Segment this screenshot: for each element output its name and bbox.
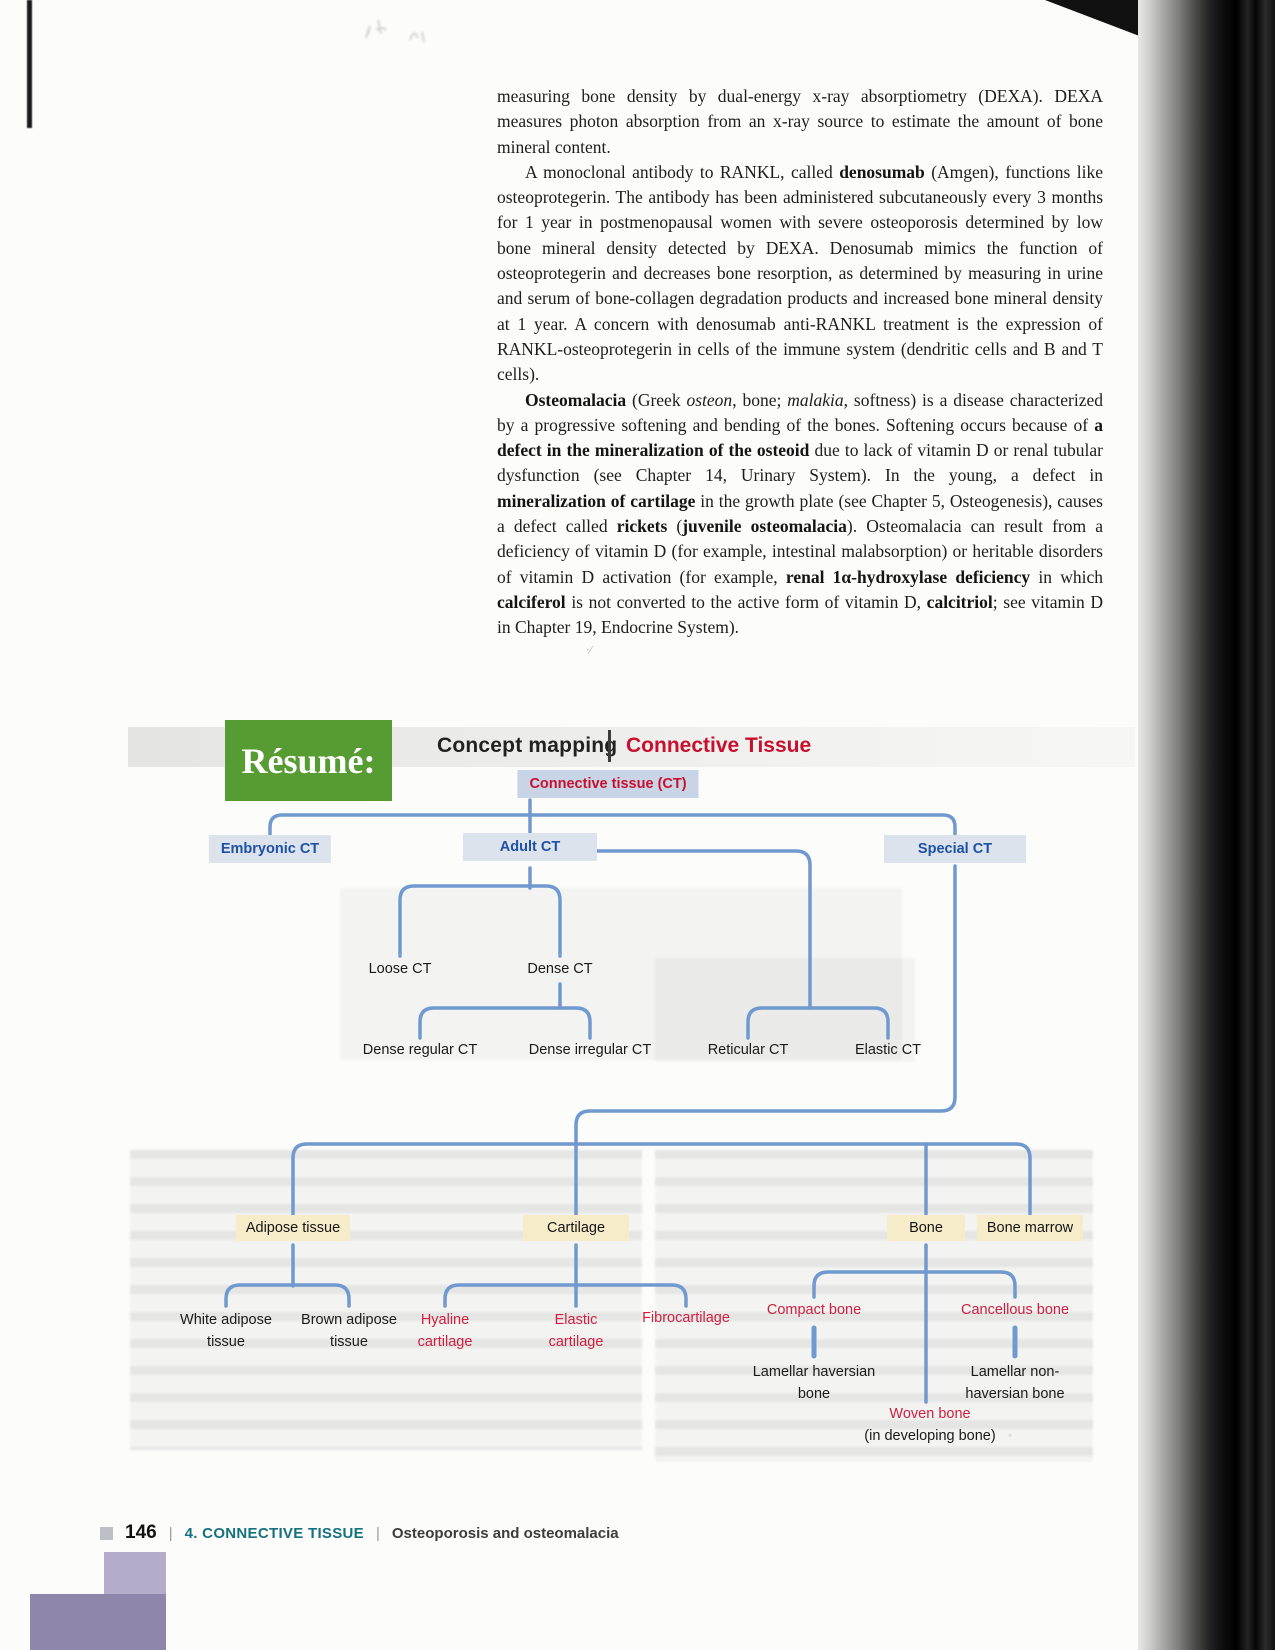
node-dense-regular-ct: Dense regular CT — [362, 1042, 478, 1058]
pencil-smudge — [365, 19, 425, 43]
node-compact-bone: Compact bone — [766, 1302, 862, 1318]
node-woven-bone: Woven bone — [889, 1406, 971, 1422]
node-fibrocartilage: Fibrocartilage — [642, 1310, 730, 1326]
bleed-through-patch — [130, 1150, 642, 1450]
node-loose-ct: Loose CT — [368, 961, 432, 977]
page-number: 146 — [125, 1522, 157, 1543]
resume-label: Résumé: — [241, 740, 376, 781]
node-connective-tissue-root: Connective tissue (CT) — [517, 770, 699, 798]
node-reticular-ct: Reticular CT — [707, 1042, 789, 1058]
node-dense-irregular-ct: Dense irregular CT — [528, 1042, 652, 1058]
node-elastic-ct: Elastic CT — [854, 1042, 922, 1058]
footer-marker — [100, 1526, 113, 1540]
node-adipose-tissue: Adipose tissue — [235, 1215, 351, 1241]
resume-badge: Résumé: — [225, 720, 392, 801]
node-dense-ct: Dense CT — [527, 961, 593, 977]
pen-mark: ⋅∕ — [586, 643, 592, 657]
book-spine-edge — [1138, 0, 1275, 1650]
footer-divider: | — [168, 1524, 173, 1542]
scan-edge-mark — [27, 0, 32, 128]
node-lamellar-non-haversian-bone: Lamellar non-haversian bone — [965, 1364, 1065, 1402]
paragraph: measuring bone density by dual-energy x-… — [497, 86, 1103, 157]
node-cancellous-bone: Cancellous bone — [960, 1302, 1070, 1318]
section-label: Osteoporosis and osteomalacia — [391, 1524, 619, 1542]
registration-block-large — [30, 1594, 166, 1650]
pen-mark: ◦ — [1008, 1428, 1013, 1442]
concept-topic: Connective Tissue — [626, 734, 812, 757]
chapter-label: 4. CONNECTIVE TISSUE — [184, 1524, 364, 1542]
node-bone: Bone — [887, 1215, 965, 1241]
footer-divider: | — [375, 1524, 380, 1542]
node-special-ct: Special CT — [884, 835, 1026, 863]
node-adult-ct: Adult CT — [463, 833, 597, 861]
node-cartilage: Cartilage — [523, 1215, 629, 1241]
body-text: measuring bone density by dual-energy x-… — [497, 84, 1103, 641]
node-embryonic-ct: Embryonic CT — [208, 835, 332, 863]
node-elastic-cartilage: Elastic cartilage — [548, 1312, 604, 1350]
title-divider — [608, 730, 611, 762]
paragraph: Osteomalacia (Greek osteon, bone; malaki… — [497, 389, 1104, 638]
node-lamellar-haversian-bone: Lamellar haversian bone — [752, 1364, 876, 1402]
concept-mapping-title: Concept mapping — [437, 734, 618, 757]
node-hyaline-cartilage: Hyaline cartilage — [417, 1312, 473, 1350]
paragraph: A monoclonal antibody to RANKL, called d… — [497, 161, 1104, 385]
node-white-adipose-tissue: White adipose tissue — [180, 1312, 272, 1350]
node-woven-bone-note: (in developing bone) — [864, 1428, 996, 1444]
node-brown-adipose-tissue: Brown adipose tissue — [301, 1312, 397, 1350]
node-bone-marrow: Bone marrow — [976, 1215, 1084, 1241]
footer: 146 | 4. CONNECTIVE TISSUE | Osteoporosi… — [100, 1522, 619, 1544]
